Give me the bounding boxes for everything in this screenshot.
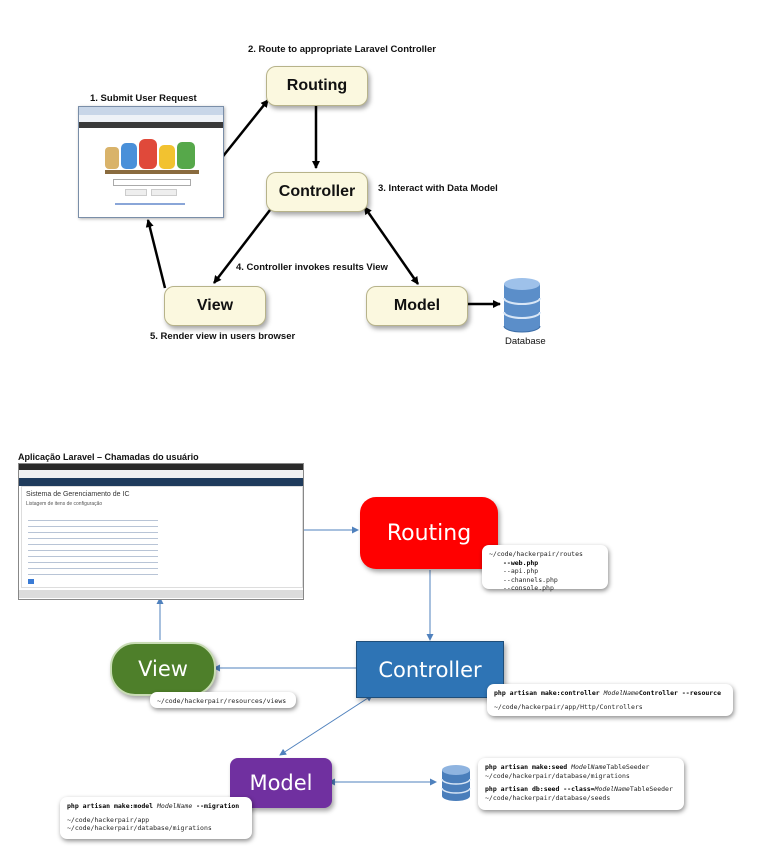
step3-label: 3. Interact with Data Model: [378, 183, 498, 194]
step2-label: 2. Route to appropriate Laravel Controll…: [248, 44, 436, 55]
routing-box: Routing: [266, 66, 368, 106]
database-label: Database: [505, 336, 546, 347]
db-cmd2-name: ModelName: [594, 785, 630, 793]
app-screenshot: Sistema de Gerenciamento de IC Listagem …: [18, 463, 304, 600]
db-path-migrations: ~/code/hackerpair/database/migrations: [485, 771, 630, 780]
screen-subtitle: Listagem de itens de configuração: [26, 501, 103, 507]
screen-title: Sistema de Gerenciamento de IC: [26, 491, 130, 498]
controller-note: php artisan make:controller ModelNameCon…: [487, 684, 733, 716]
arrow2-controller-model: [279, 694, 374, 756]
routes-path: ~/code/hackerpair/routes: [489, 550, 583, 558]
arrow-controller-to-view: [213, 209, 271, 284]
routes-item-api: --api.php: [503, 567, 539, 575]
db-cmd2-suffix: TableSeeder: [629, 785, 673, 793]
screen-list: [28, 517, 158, 577]
routes-item-web: --web.php: [503, 558, 539, 567]
model-box: Model: [366, 286, 468, 326]
routes-item-console: --console.php: [503, 584, 554, 592]
model-cmd-suffix: --migration: [196, 802, 240, 810]
db-cmd1-prefix: php artisan make:seed: [485, 763, 568, 771]
view-box: View: [164, 286, 266, 326]
db-cmd1-name: ModelName: [571, 763, 607, 771]
db-note: php artisan make:seed ModelNameTableSeed…: [478, 758, 684, 810]
model-path-app: ~/code/hackerpair/app: [67, 815, 150, 824]
controller-cmd-name: ModelName: [603, 689, 639, 697]
routing2-box: Routing: [360, 497, 498, 569]
db-cmd1-suffix: TableSeeder: [606, 763, 650, 771]
arrow-browser-to-routing: [219, 99, 269, 161]
controller-cmd-suffix: Controller --resource: [638, 689, 722, 697]
routes-note: ~/code/hackerpair/routes --web.php --api…: [482, 545, 608, 592]
controller-cmd-prefix: php artisan make:controller: [494, 689, 600, 697]
db-cmd2-prefix: php artisan db:seed --class=: [485, 785, 595, 793]
model-cmd-prefix: php artisan make:model: [67, 802, 154, 810]
arrow-view-to-browser: [145, 219, 167, 289]
view2-box: View: [110, 642, 216, 696]
model-cmd-name: ModelName: [157, 802, 193, 810]
db-path-seeds: ~/code/hackerpair/database/seeds: [485, 793, 611, 802]
model-path-migrations: ~/code/hackerpair/database/migrations: [67, 824, 212, 832]
routes-item-channels: --channels.php: [503, 575, 558, 584]
step5-label: 5. Render view in users browser: [150, 331, 296, 342]
controller2-box: Controller: [356, 641, 504, 698]
controller-path: ~/code/hackerpair/app/Http/Controllers: [494, 702, 643, 711]
step1-label: 1. Submit User Request: [90, 93, 197, 104]
model-note: php artisan make:model ModelName --migra…: [60, 797, 252, 839]
step4-label: 4. Controller invokes results View: [236, 262, 388, 273]
controller-box: Controller: [266, 172, 368, 212]
view-note: ~/code/hackerpair/resources/views: [150, 692, 296, 708]
browser-screenshot: [78, 106, 224, 218]
doodle-image: [105, 137, 199, 177]
diagram2-title: Aplicação Laravel – Chamadas do usuário: [18, 452, 199, 462]
arrow-controller-model: [364, 206, 420, 285]
